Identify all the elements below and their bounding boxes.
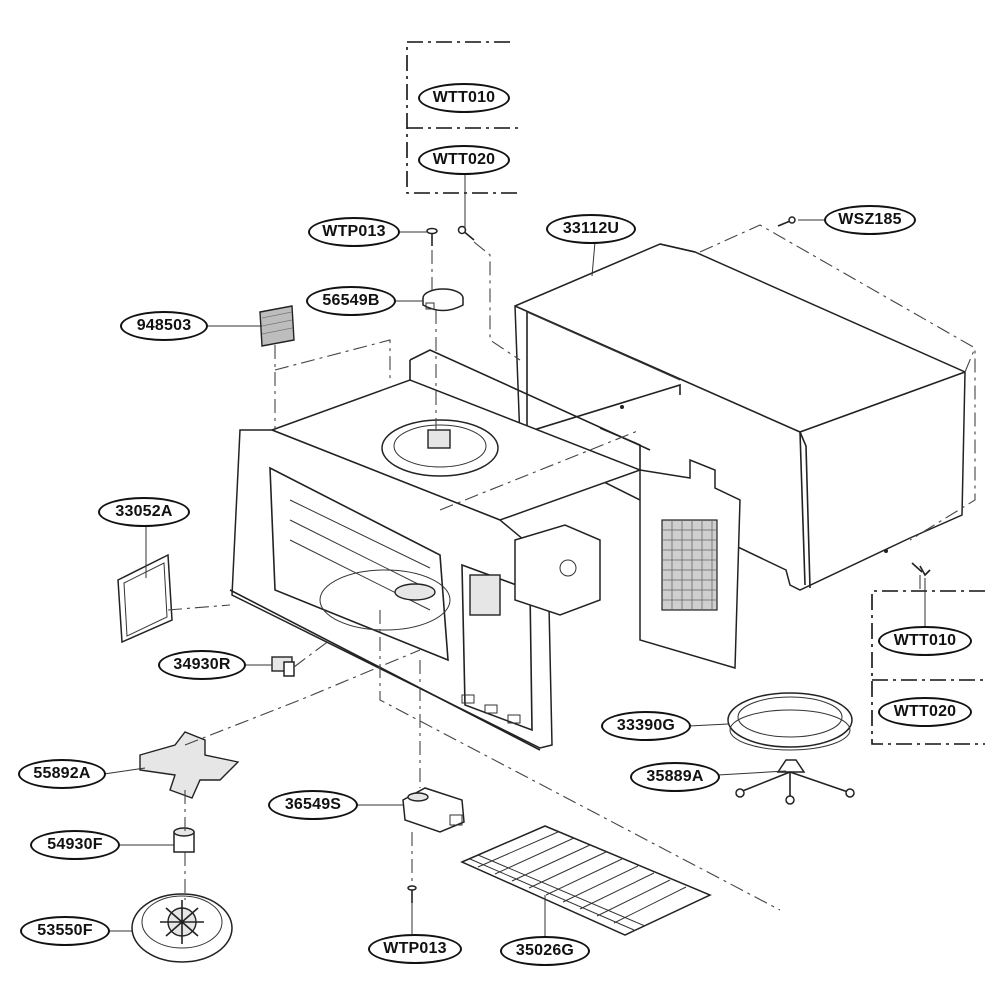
- outer-cabinet: [514, 224, 976, 591]
- callout-948503: 948503: [120, 311, 208, 341]
- callout-wtt010-top: WTT010: [418, 83, 510, 113]
- roller-hub-54930f: [173, 827, 195, 853]
- callout-36549s: 36549S: [268, 790, 358, 820]
- callout-wtt020-right: WTT020: [878, 697, 972, 727]
- assembly-lines: [167, 241, 921, 911]
- motor-56549b: [422, 288, 464, 312]
- callout-wtp013-top: WTP013: [308, 217, 400, 247]
- callout-33112u: 33112U: [546, 214, 636, 244]
- leader-lines: [103, 175, 926, 936]
- screw-wtp013-bottom: [407, 885, 417, 903]
- glass-tray-33390g: [727, 692, 853, 751]
- motor-36549s: [402, 787, 465, 833]
- screw-wsz185: [777, 216, 796, 227]
- roller-ring-35889a: [735, 759, 855, 805]
- cover-block-948503: [259, 305, 295, 347]
- screw-wtt-top: [457, 225, 475, 241]
- callout-55892a: 55892A: [18, 759, 106, 789]
- coupler-55892a: [139, 731, 240, 799]
- callout-34930r: 34930R: [158, 650, 246, 680]
- bracket-group-right: [871, 590, 985, 745]
- turntable-53550f: [131, 893, 233, 963]
- callout-wsz185: WSZ185: [824, 205, 916, 235]
- bracket-group-top: [406, 41, 520, 194]
- switch-34930r: [271, 656, 295, 677]
- callout-wtp013-bottom: WTP013: [368, 934, 462, 964]
- callout-56549b: 56549B: [306, 286, 396, 316]
- callout-wtt020-top: WTT020: [418, 145, 510, 175]
- callout-wtt010-right: WTT010: [878, 626, 972, 656]
- wire-rack-35026g: [460, 825, 712, 936]
- screw-wtt-right: [911, 562, 931, 577]
- callout-33390g: 33390G: [601, 711, 691, 741]
- callout-54930f: 54930F: [30, 830, 120, 860]
- callout-33052a: 33052A: [98, 497, 190, 527]
- screw-wtp013-top: [426, 227, 438, 246]
- callout-35026g: 35026G: [500, 936, 590, 966]
- plate-33052a: [117, 553, 173, 644]
- callout-35889a: 35889A: [630, 762, 720, 792]
- oven-chassis: [229, 349, 741, 751]
- callout-53550f: 53550F: [20, 916, 110, 946]
